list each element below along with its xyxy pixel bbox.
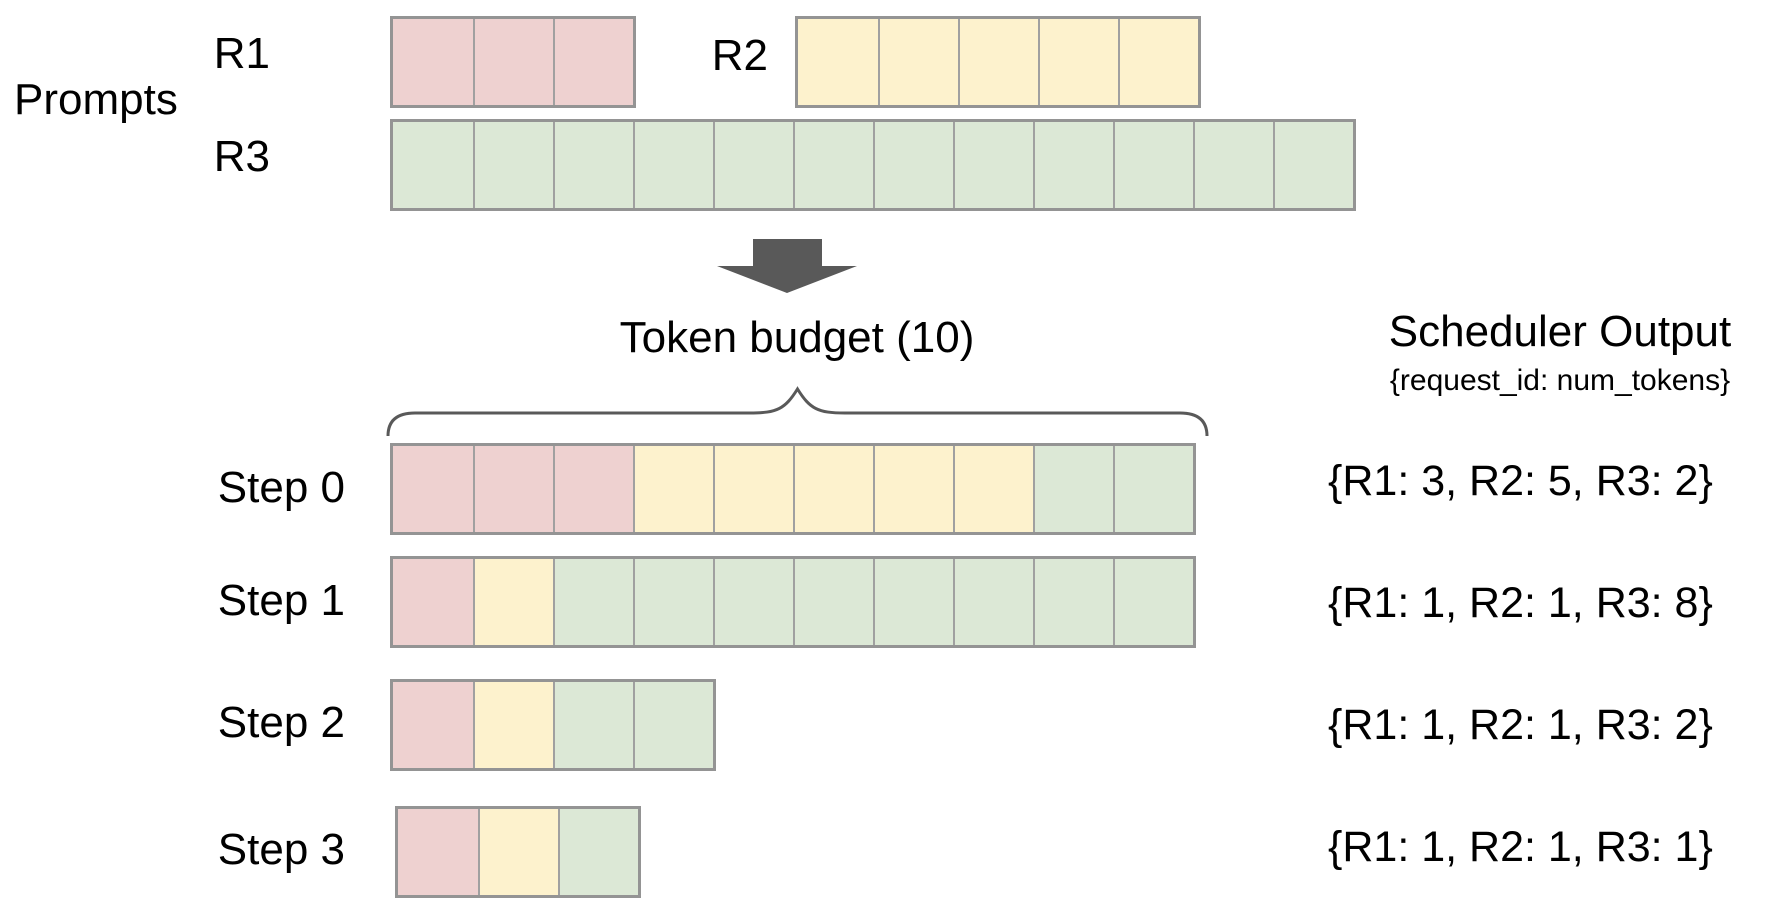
- scheduler-output-line-2: {R1: 1, R2: 1, R3: 2}: [1328, 701, 1713, 749]
- token-budget-brace-icon: [386, 386, 1209, 437]
- token-cell-yellow: [713, 446, 793, 532]
- token-cell-pink: [393, 559, 473, 645]
- token-cell-green: [713, 122, 793, 208]
- prompts-section-label: Prompts: [14, 75, 178, 124]
- scheduler-output-line-1: {R1: 1, R2: 1, R3: 8}: [1328, 579, 1713, 627]
- token-cell-green: [553, 122, 633, 208]
- prompt-row-r2: [795, 16, 1201, 108]
- token-cell-pink: [553, 446, 633, 532]
- token-cell-green: [633, 122, 713, 208]
- scheduler-output-line-0: {R1: 3, R2: 5, R3: 2}: [1328, 457, 1713, 505]
- token-cell-pink: [393, 19, 473, 105]
- token-cell-yellow: [1118, 19, 1198, 105]
- token-cell-yellow: [873, 446, 953, 532]
- token-cell-pink: [398, 809, 478, 895]
- token-cell-pink: [473, 446, 553, 532]
- token-cell-green: [1033, 446, 1113, 532]
- token-cell-green: [713, 559, 793, 645]
- token-cell-green: [873, 559, 953, 645]
- step-row-3: [395, 806, 641, 898]
- token-cell-yellow: [478, 809, 558, 895]
- token-cell-pink: [553, 19, 633, 105]
- token-cell-yellow: [793, 446, 873, 532]
- token-cell-pink: [393, 682, 473, 768]
- token-cell-green: [553, 559, 633, 645]
- token-cell-yellow: [473, 559, 553, 645]
- token-budget-label: Token budget (10): [619, 313, 975, 362]
- step-label-0: Step 0: [217, 463, 345, 512]
- step-label-2: Step 2: [217, 698, 345, 747]
- token-cell-green: [1113, 122, 1193, 208]
- request-label-r3: R3: [213, 132, 270, 181]
- token-cell-yellow: [473, 682, 553, 768]
- step-label-1: Step 1: [217, 576, 345, 625]
- token-cell-pink: [473, 19, 553, 105]
- scheduler-output-subtitle: {request_id: num_tokens}: [1389, 364, 1731, 397]
- token-cell-yellow: [1038, 19, 1118, 105]
- step-label-3: Step 3: [217, 825, 345, 874]
- token-cell-green: [1113, 559, 1193, 645]
- token-cell-green: [558, 809, 638, 895]
- token-cell-green: [473, 122, 553, 208]
- token-cell-yellow: [633, 446, 713, 532]
- token-cell-green: [393, 122, 473, 208]
- prompt-row-r3: [390, 119, 1356, 211]
- token-cell-green: [633, 682, 713, 768]
- step-row-1: [390, 556, 1196, 648]
- token-cell-green: [1033, 122, 1113, 208]
- request-label-r2: R2: [711, 31, 768, 80]
- scheduler-output-title: Scheduler Output: [1388, 307, 1732, 356]
- token-cell-green: [1273, 122, 1353, 208]
- token-cell-yellow: [958, 19, 1038, 105]
- token-cell-green: [953, 122, 1033, 208]
- token-cell-green: [1193, 122, 1273, 208]
- token-cell-green: [633, 559, 713, 645]
- token-cell-yellow: [878, 19, 958, 105]
- token-cell-green: [1113, 446, 1193, 532]
- request-label-r1: R1: [213, 29, 270, 78]
- token-cell-green: [1033, 559, 1113, 645]
- token-cell-green: [873, 122, 953, 208]
- down-arrow-icon: [717, 239, 857, 293]
- token-cell-green: [793, 559, 873, 645]
- token-cell-pink: [393, 446, 473, 532]
- token-cell-yellow: [953, 446, 1033, 532]
- prompt-row-r1: [390, 16, 636, 108]
- token-cell-green: [793, 122, 873, 208]
- token-cell-green: [953, 559, 1033, 645]
- step-row-0: [390, 443, 1196, 535]
- token-cell-green: [553, 682, 633, 768]
- token-cell-yellow: [798, 19, 878, 105]
- step-row-2: [390, 679, 716, 771]
- scheduler-output-line-3: {R1: 1, R2: 1, R3: 1}: [1328, 823, 1713, 871]
